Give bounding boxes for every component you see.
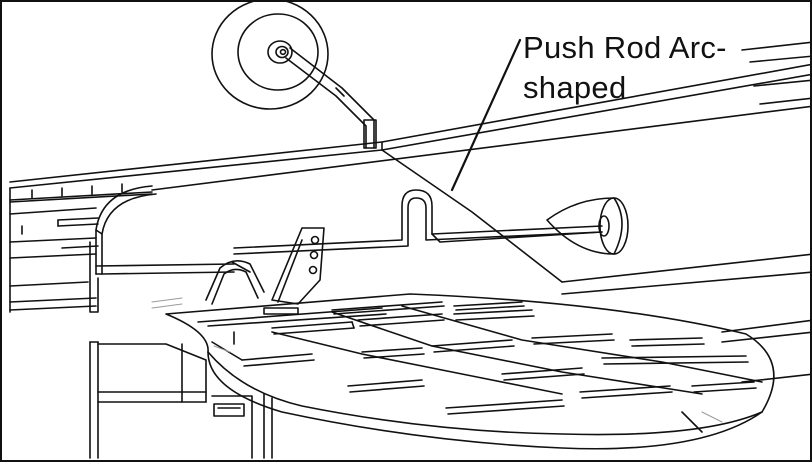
left-stabilizer [9,183,153,313]
fuselage-outline [9,41,810,383]
callout-leader-line [450,38,522,192]
fin-section [89,185,235,313]
elevator-surface [165,293,775,450]
shading-hatch [151,297,723,423]
callout-label: Push Rod Arc- shaped [523,28,783,108]
lower-fuselage-box [89,341,273,459]
tail-wheel [211,2,377,149]
callout-line-1: Push Rod Arc- [523,30,727,65]
callout-line-2: shaped [523,70,627,105]
hinge-bracket [205,260,265,305]
push-rod [233,189,603,255]
